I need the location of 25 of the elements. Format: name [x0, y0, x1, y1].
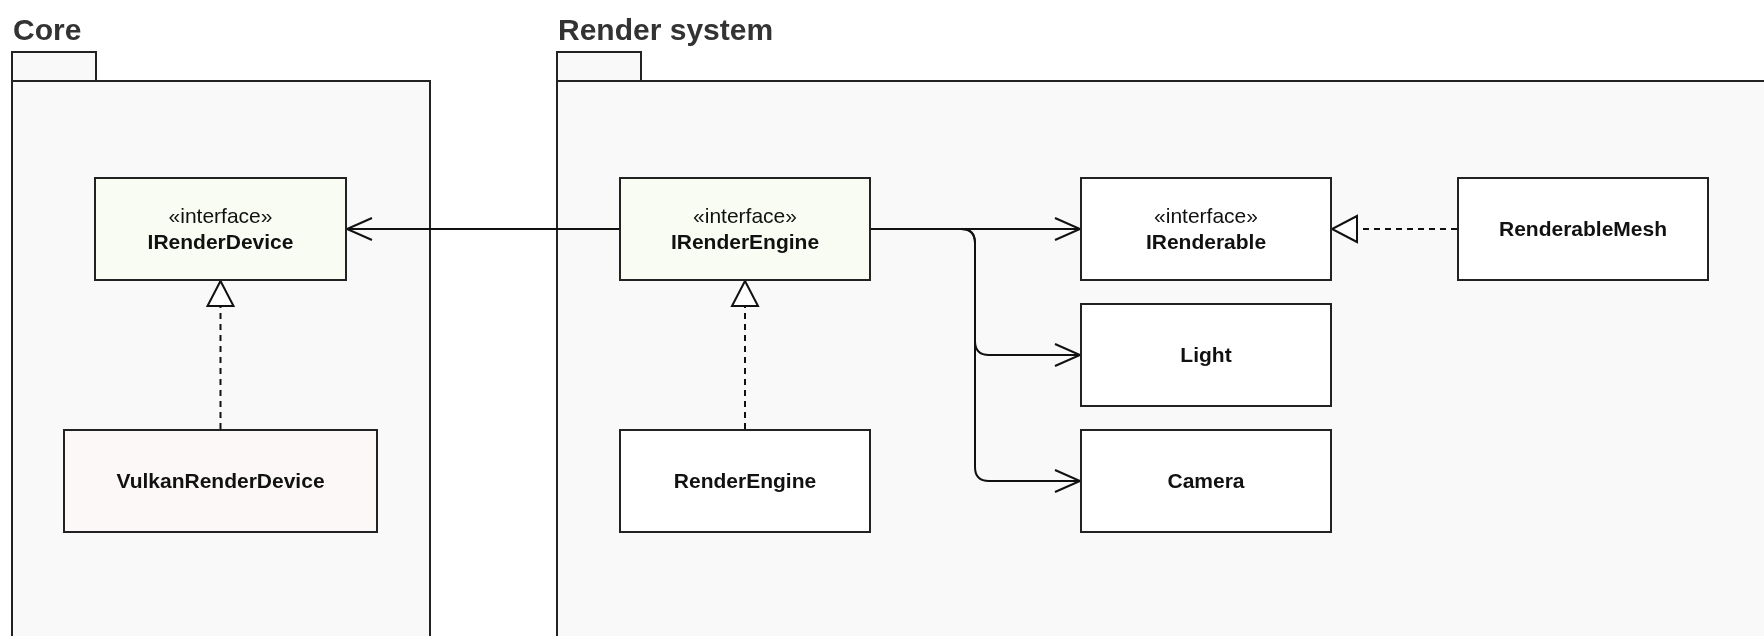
- class-name: Light: [1180, 341, 1232, 368]
- class-name: VulkanRenderDevice: [116, 467, 325, 494]
- stereotype-label: «interface»: [168, 202, 273, 229]
- realization-arrow: [1331, 215, 1458, 243]
- package-title: Render system: [558, 12, 774, 48]
- class-name: RenderEngine: [673, 467, 817, 494]
- stereotype-label: «interface»: [693, 202, 797, 229]
- realization-arrow: [731, 280, 759, 430]
- class-name: RenderableMesh: [1498, 215, 1668, 242]
- class-box: [1080, 177, 1332, 281]
- class-name: IRenderDevice: [147, 229, 294, 255]
- class-box: [1080, 429, 1332, 533]
- association-arrow: [346, 217, 620, 241]
- package-title: Core: [13, 12, 82, 48]
- class-name: Camera: [1167, 467, 1245, 494]
- class-name: IRenderable: [1145, 229, 1267, 255]
- stereotype-label: «interface»: [1154, 202, 1258, 229]
- class-name: IRenderEngine: [670, 229, 820, 255]
- class-box: [619, 429, 871, 533]
- class-box: [619, 177, 871, 281]
- realization-arrow: [206, 280, 235, 430]
- class-box: [1080, 303, 1332, 407]
- class-box: [94, 177, 347, 281]
- class-box: [1457, 177, 1709, 281]
- class-box: [63, 429, 378, 533]
